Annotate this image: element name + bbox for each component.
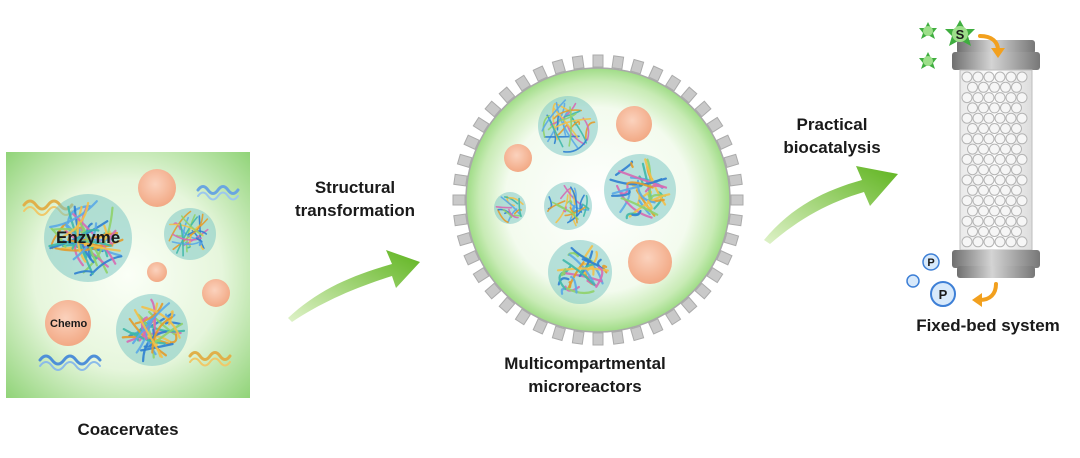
curved-arrow-head-icon (991, 48, 1005, 58)
substrate-molecule (919, 52, 937, 69)
multicompartmental-label-line1: Multicompartmental (504, 354, 666, 373)
coacervates-caption: Coacervates (77, 420, 178, 439)
packed-beads (961, 71, 1028, 248)
chemo-particle (628, 240, 672, 284)
structural-transformation-arrow (288, 250, 420, 322)
chemo-particle (616, 106, 652, 142)
enzyme-compartment (494, 192, 526, 224)
substrate-symbol: S (956, 27, 965, 42)
chemo-particle (138, 169, 176, 207)
fixed-bed-column (952, 40, 1040, 278)
enzyme-cluster (44, 194, 132, 282)
microreactor-sphere (452, 54, 744, 346)
enzyme-compartment (548, 240, 612, 304)
product-symbol: P (939, 287, 948, 302)
enzyme-compartment (604, 154, 676, 226)
structural-label-line2: transformation (295, 201, 415, 220)
chemo-particle (147, 262, 167, 282)
enzyme-cluster (164, 208, 216, 260)
substrate-molecule (919, 22, 937, 39)
fixed-bed-caption: Fixed-bed system (916, 316, 1060, 335)
substrate-molecule: S (945, 20, 975, 46)
product-molecule: P (930, 281, 956, 307)
multicompartmental-label-line2: microreactors (528, 377, 641, 396)
structural-label-line1: Structural (315, 178, 395, 197)
column-bottom-cap (957, 266, 1035, 278)
coacervates-panel: Enzyme Chemo (6, 152, 250, 398)
practical-biocatalysis-arrow (764, 166, 898, 244)
coacervate-background (6, 152, 250, 398)
product-molecule: P (922, 253, 940, 271)
practical-label-line2: biocatalysis (783, 138, 880, 157)
enzyme-cluster (116, 294, 188, 366)
practical-label-line1: Practical (797, 115, 868, 134)
chemo-particle (504, 144, 532, 172)
enzyme-compartment (544, 182, 592, 230)
chemo-particle (202, 279, 230, 307)
enzyme-label: Enzyme (56, 228, 120, 247)
curved-arrow-out-icon (978, 282, 998, 302)
product-symbol: P (927, 257, 934, 269)
chemo-particle (45, 300, 91, 346)
enzyme-compartment (538, 96, 598, 156)
curved-arrow-head-icon (972, 293, 982, 307)
product-molecule (906, 274, 920, 288)
chemo-label: Chemo (50, 318, 88, 330)
